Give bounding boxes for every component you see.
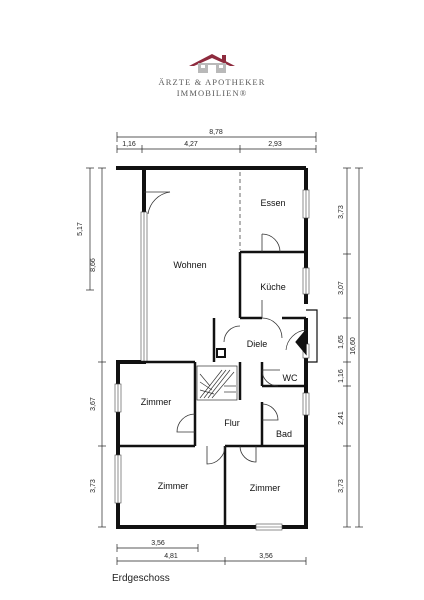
dim-left-c: 3,73 — [90, 479, 97, 493]
staircase — [196, 365, 238, 401]
dim-left-total: 8,66 — [90, 258, 97, 272]
room-bad: Bad — [276, 429, 292, 439]
room-zimmer-3: Zimmer — [250, 483, 281, 493]
entrance-porch — [285, 309, 318, 363]
room-kueche: Küche — [260, 282, 286, 292]
dimension-lines-bottom — [116, 544, 307, 565]
dim-top-a: 1,16 — [122, 141, 136, 148]
dim-right-total: 16,60 — [350, 337, 357, 355]
dimension-lines-left — [86, 167, 106, 528]
room-flur: Flur — [224, 418, 240, 428]
dim-bottom-a: 3,56 — [151, 540, 165, 547]
room-wc: WC — [283, 373, 298, 383]
floor-caption: Erdgeschoss — [112, 573, 170, 584]
room-essen: Essen — [260, 198, 285, 208]
dim-top-total: 8,78 — [209, 129, 223, 136]
dim-right-f: 3,73 — [338, 479, 345, 493]
dim-right-a: 3,73 — [338, 205, 345, 219]
room-zimmer-1: Zimmer — [141, 397, 172, 407]
logo-text-line2: IMMOBILIEN® — [176, 88, 248, 98]
company-logo: ÄRZTE & APOTHEKER IMMOBILIEN® — [0, 52, 424, 99]
doors — [144, 191, 283, 465]
dim-left-b: 3,67 — [90, 397, 97, 411]
dim-bottom-b: 4,81 — [164, 553, 178, 560]
dim-top-b: 4,27 — [184, 141, 198, 148]
room-diele: Diele — [247, 339, 268, 349]
dim-bottom-c: 3,56 — [259, 553, 273, 560]
windows — [114, 189, 310, 531]
dimension-lines-top — [116, 132, 317, 153]
room-wohnen: Wohnen — [173, 260, 206, 270]
dim-right-d: 1,16 — [338, 369, 345, 383]
dim-top-c: 2,93 — [268, 141, 282, 148]
house-roof-icon — [189, 54, 235, 73]
room-zimmer-2: Zimmer — [158, 481, 189, 491]
dim-right-e: 2,41 — [338, 411, 345, 425]
dim-right-c: 1,65 — [338, 335, 345, 349]
dim-left-a: 5,17 — [77, 222, 84, 236]
logo-text-line1: ÄRZTE & APOTHEKER — [158, 77, 266, 87]
dim-right-b: 3,07 — [338, 281, 345, 295]
dimension-lines-right — [343, 167, 363, 528]
